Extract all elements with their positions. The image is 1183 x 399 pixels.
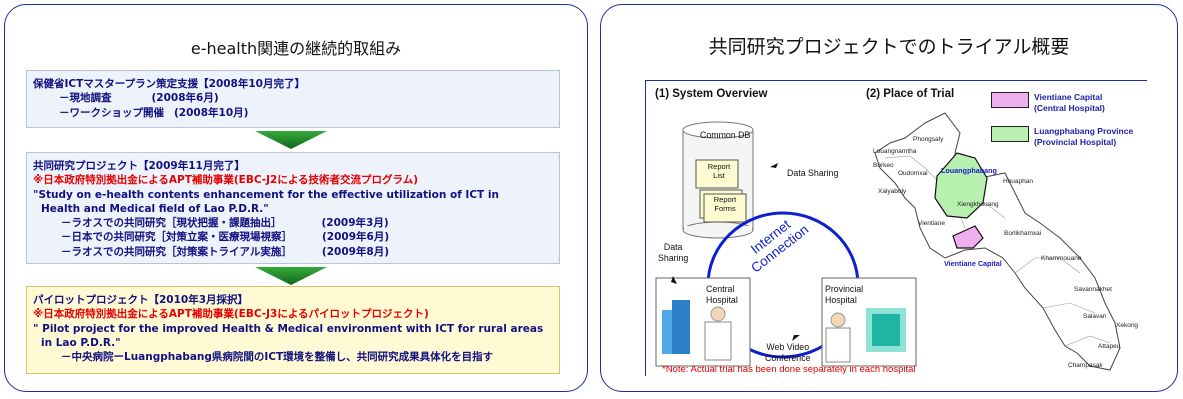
- arrow-icon: [792, 335, 800, 341]
- central-hospital-icon: [655, 277, 751, 367]
- trial-note: *Note: Actual trial has been done separa…: [662, 364, 916, 375]
- legend-swatch-vientiane: [991, 92, 1029, 108]
- city-xayabuly: Xaiyabuly: [878, 188, 907, 195]
- box3-subsidy: ※日本政府特別拠出金によるAPT補助事業(EBC-J3によるパイロットプロジェク…: [33, 308, 429, 321]
- city-luangnamtha: Louangnamtha: [873, 148, 917, 155]
- right-panel-title: 共同研究プロジェクトでのトライアル概要: [708, 36, 1070, 58]
- box2-study-title-1: "Study on e-health contents enhancement …: [33, 188, 499, 201]
- arrow-icon: [671, 276, 677, 284]
- joint-research-box: 共同研究プロジェクト【2009年11月完了】 ※日本政府特別拠出金によるAPT補…: [26, 152, 560, 264]
- city-attapeu: Attapeu: [1098, 343, 1121, 350]
- vientiane-capital-region: [952, 225, 984, 249]
- box1-heading: 保健省ICTマスタープラン策定支援【2008年10月完了】: [33, 78, 305, 90]
- city-salavan: Salavan: [1083, 313, 1107, 320]
- box2-item-2: －日本での共同研究［対策立案・医療現場視察］(2009年6月): [61, 231, 390, 244]
- system-overview-label: (1) System Overview: [655, 88, 768, 100]
- place-of-trial-label: (2) Place of Trial: [866, 88, 955, 100]
- arrow-icon: [770, 163, 778, 168]
- city-vientiane-capital: Vientiane Capital: [944, 259, 1002, 268]
- left-panel-title: e-health関連の継続的取組み: [190, 39, 402, 58]
- provincial-hospital-icon: [821, 277, 917, 367]
- legend-luangphabang: Luangphabang Province(Provincial Hospita…: [1034, 126, 1134, 147]
- box3-goal: －中央病院ーLuangphabang県病院間のICT環境を整備し、共同研究成果具…: [61, 351, 494, 364]
- box2-heading: 共同研究プロジェクト【2009年11月完了】: [33, 160, 245, 172]
- report-documents-icon: [695, 159, 747, 223]
- city-oudomxai: Oudomxai: [898, 170, 928, 177]
- city-vientiane: Vientiane: [918, 220, 945, 227]
- box2-subsidy: ※日本政府特別拠出金によるAPT補助事業(EBC-J2による技術者交流プログラム…: [33, 174, 419, 187]
- box1-item-2: －ワークショップ開催(2008年10月): [59, 106, 249, 119]
- city-luangphabang: Louangphabang: [941, 166, 997, 175]
- diagram-frame-left: [645, 80, 646, 376]
- db-label: Common DB: [700, 130, 751, 140]
- pilot-project-box: パイロットプロジェクト【2010年3月採択】 ※日本政府特別拠出金によるAPT補…: [26, 286, 560, 374]
- system-diagram: [655, 121, 917, 367]
- city-xiengkhouang: Xiengkhouang: [957, 201, 999, 208]
- city-xekong: Xekong: [1116, 322, 1139, 329]
- box2-item-3: －ラオスでの共同研究［対策案トライアル実施］(2009年8月): [61, 245, 390, 258]
- country-outline: [874, 112, 1121, 371]
- legend-swatch-luangphabang: [991, 126, 1029, 142]
- box2-item-1: －ラオスでの共同研究［現状把握・課題抽出］(2009年3月): [61, 217, 389, 230]
- city-bokeo: Borkeo: [873, 162, 894, 169]
- box3-heading: パイロットプロジェクト【2010年3月採択】: [33, 294, 249, 306]
- diagram-divider: [645, 80, 1147, 81]
- box3-pilot-title-2: in Lao P.D.R.": [41, 336, 121, 349]
- legend-vientiane: Vientiane Capital(Central Hospital): [1034, 92, 1105, 113]
- city-huaphan: Houaphan: [1003, 178, 1033, 185]
- laos-map: [874, 112, 1121, 371]
- city-phongsaly: Phongsaly: [913, 136, 944, 143]
- box2-study-title-2: Health and Medical field of Lao P.D.R.": [41, 202, 269, 215]
- luangphabang-region: [934, 152, 988, 219]
- ict-masterplan-box: 保健省ICTマスタープラン策定支援【2008年10月完了】 －現地調査(2008…: [26, 70, 560, 128]
- city-khammouane: Khammouane: [1041, 255, 1082, 262]
- box3-pilot-title-1: " Pilot project for the improved Health …: [33, 322, 544, 335]
- city-savannakhet: Savannakhet: [1074, 286, 1112, 293]
- box1-item-1: －現地調査(2008年6月): [59, 92, 219, 105]
- city-borikhamxai: Borlikhamxai: [1004, 230, 1042, 237]
- city-champasak: Champasak: [1068, 362, 1103, 369]
- data-sharing-top-label: Data Sharing: [787, 168, 839, 178]
